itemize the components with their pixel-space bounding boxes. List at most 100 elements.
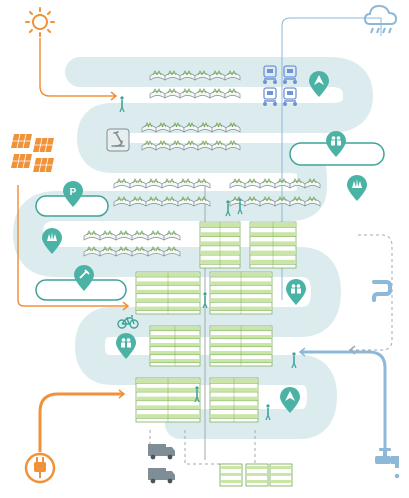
power-plug-icon (24, 452, 56, 484)
bicycle-icon (117, 315, 139, 329)
robot-icon (283, 87, 297, 106)
flow-arrows (110, 91, 356, 399)
pin-grass[interactable] (42, 228, 62, 254)
greenhouse-rack (149, 325, 201, 367)
robot-icon (283, 65, 297, 84)
worker-figure (237, 198, 243, 215)
planter-crate (225, 140, 241, 151)
greenhouse-rack (135, 377, 201, 423)
worker-figure (202, 292, 208, 309)
planter-crate (224, 88, 241, 99)
pin-tools[interactable] (74, 265, 94, 291)
planter-crate (164, 70, 181, 81)
robot-group (263, 65, 297, 106)
power-flow-line (38, 392, 124, 452)
rain-flow-line (281, 17, 382, 300)
produce-crate (219, 463, 243, 487)
sun-icon (25, 7, 55, 37)
planter-crate (131, 230, 149, 241)
planter-crate (224, 70, 241, 81)
planter-crate (161, 178, 179, 189)
planter-crate (115, 230, 133, 241)
planter-crate (163, 246, 181, 257)
worker-figure (225, 200, 231, 217)
robot-icon (263, 87, 277, 106)
worker-figure (194, 386, 200, 403)
flow-arrowhead (298, 347, 306, 357)
delivery-truck-icon (148, 444, 175, 460)
planter-crate (147, 230, 165, 241)
worker-figure (119, 96, 125, 113)
greenhouse-rack (209, 325, 273, 367)
planter-crate (177, 178, 195, 189)
pin-research[interactable] (280, 387, 300, 413)
planter-crate (129, 178, 147, 189)
flow-arrowhead (348, 345, 356, 355)
produce-crate (269, 463, 293, 487)
worker-figure (291, 352, 297, 369)
pin-plant[interactable] (347, 175, 367, 201)
solar-panel (33, 158, 54, 172)
pin-parking[interactable]: P (63, 181, 83, 207)
water-flow-line (300, 350, 387, 452)
crate-rows (83, 70, 321, 257)
greenhouse-rack (249, 221, 297, 269)
water-pipe-icon (372, 280, 392, 302)
rain-cloud-icon (363, 4, 398, 34)
solar-flow-line (17, 185, 128, 307)
planter-crate (163, 230, 181, 241)
bottom-crates (219, 463, 293, 487)
pin-harvest[interactable] (116, 333, 136, 359)
pin-navigation[interactable] (309, 71, 329, 97)
planter-crate (145, 178, 163, 189)
planter-crate (194, 88, 211, 99)
location-pins: P (42, 71, 367, 413)
planter-crate (113, 178, 131, 189)
planter-crate (149, 88, 166, 99)
pin-worker[interactable] (286, 279, 306, 305)
worker-figure (265, 404, 271, 421)
greenhouse-rack (209, 377, 259, 423)
flow-arrowhead (118, 389, 126, 399)
parking-label: P (70, 187, 77, 198)
planter-crate (155, 122, 171, 133)
planter-crate (193, 196, 211, 207)
planter-crate (83, 230, 101, 241)
flow-arrowhead (110, 91, 118, 101)
flow-arrowhead (122, 301, 130, 311)
greenhouse-rack (209, 271, 273, 315)
truck-group (148, 444, 175, 484)
workers (119, 96, 297, 421)
planter-crate (99, 230, 117, 241)
road-band (13, 57, 373, 439)
planter-crate (259, 178, 276, 189)
pill-paths (35, 142, 385, 301)
robot-icon (263, 65, 277, 84)
pin-people[interactable] (326, 131, 346, 157)
greenhouse-rack (199, 221, 241, 269)
planter-crate (147, 246, 165, 257)
produce-crate (245, 463, 269, 487)
greenhouse-rack (135, 271, 201, 315)
planter-crate (164, 88, 181, 99)
resource-flows (17, 17, 393, 465)
solar-panel (11, 134, 32, 148)
planter-crate (193, 178, 211, 189)
planter-crate (225, 122, 241, 133)
planter-crate (244, 178, 261, 189)
delivery-truck-icon (148, 468, 175, 484)
planter-crate (304, 196, 321, 207)
planter-crate (304, 178, 321, 189)
solar-panel (33, 138, 54, 152)
planter-crate (229, 178, 246, 189)
planter-crate (179, 88, 196, 99)
microscope-icon (106, 128, 130, 152)
greenhouse-racks (135, 221, 297, 423)
water-tap-icon (375, 448, 400, 479)
solar-panel-icon (11, 134, 54, 172)
solar-panel (11, 154, 32, 168)
serpentine-road (13, 57, 373, 439)
planter-crate (209, 88, 226, 99)
sun-flow-line (39, 38, 116, 97)
